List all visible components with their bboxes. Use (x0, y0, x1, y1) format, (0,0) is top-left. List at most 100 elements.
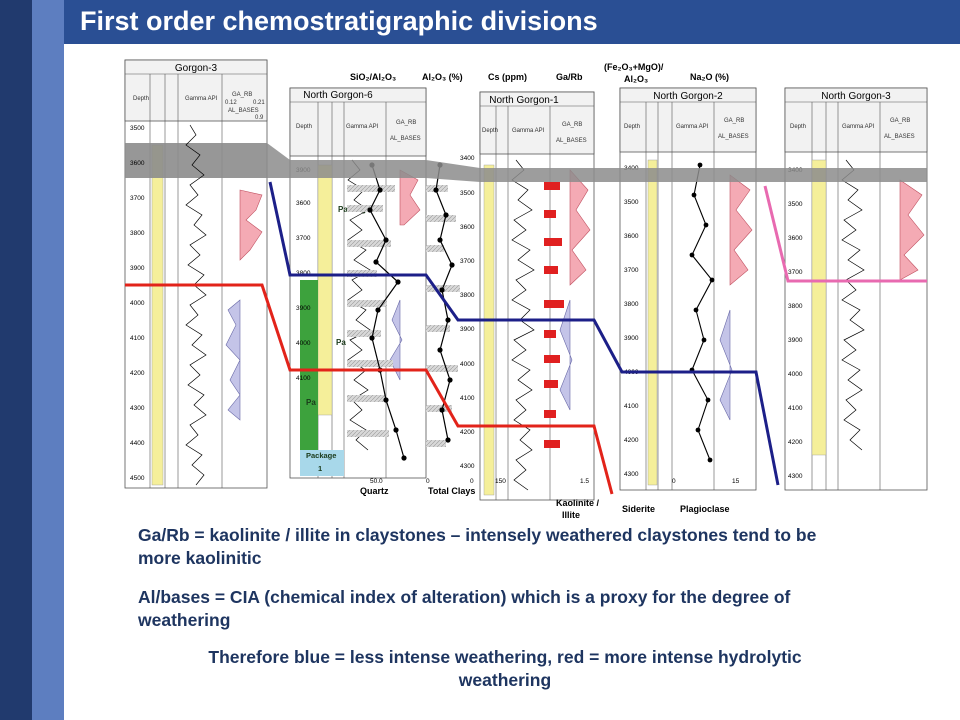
al-bases-header: AL_BASES (884, 134, 915, 140)
axis-na-max: 15 (732, 478, 740, 485)
svg-text:3900: 3900 (296, 305, 311, 312)
svg-text:3900: 3900 (460, 326, 475, 333)
pink-correlation-line (763, 185, 927, 283)
svg-text:3800: 3800 (130, 230, 145, 237)
depth-scale: 3500 3600 3700 3800 3900 4000 4100 4200 … (130, 125, 145, 482)
al2o3-header: Al₂O₃ (%) (422, 72, 463, 82)
svg-text:4100: 4100 (130, 335, 145, 342)
gamma-header: Gamma API (842, 124, 875, 130)
ga-rb-red-bars (544, 182, 564, 448)
gamma-header: Gamma API (512, 128, 545, 134)
svg-text:4300: 4300 (130, 405, 145, 412)
al-bases-header: AL_BASES (556, 138, 587, 144)
svg-text:3800: 3800 (460, 292, 475, 299)
svg-text:3700: 3700 (296, 235, 311, 242)
svg-text:4300: 4300 (460, 463, 475, 470)
na2o-header: Na₂O (%) (690, 72, 729, 82)
ga-rb-header: GA_RB (890, 118, 910, 124)
sio2-curve (369, 164, 405, 459)
well-north-gorgon-3: North Gorgon-3 Depth Gamma API GA_RB AL_… (784, 87, 928, 491)
plagioclase-label: Plagioclase (680, 504, 730, 514)
well-north-gorgon-6: North Gorgon-6 Depth Gamma API GA_RB AL_… (289, 87, 427, 479)
svg-text:3600: 3600 (296, 200, 311, 207)
svg-text:3700: 3700 (788, 269, 803, 276)
axis-zero: 0 (672, 478, 676, 485)
svg-text:3700: 3700 (130, 195, 145, 202)
left-accent-light (32, 0, 64, 720)
depth-scale: 3400 3500 3600 3700 3800 3900 4000 4100 … (460, 155, 475, 470)
svg-text:4100: 4100 (624, 403, 639, 410)
quartz-label: Quartz (360, 486, 389, 496)
title-bar (64, 0, 960, 44)
al-bases-header: AL_BASES (718, 134, 749, 140)
gamma-header: Gamma API (185, 96, 218, 102)
caption-conclusion: Therefore blue = less intense weathering… (208, 647, 802, 690)
well-name: North Gorgon-6 (303, 90, 373, 101)
depth-header: Depth (624, 124, 640, 130)
svg-text:3600: 3600 (788, 235, 803, 242)
well-name: North Gorgon-3 (821, 91, 891, 102)
svg-text:3600: 3600 (460, 224, 475, 231)
depth-scale: 3400 3500 3600 3700 3800 3900 4000 4100 … (788, 167, 803, 480)
ga-rb-header: GA_RB (724, 118, 744, 124)
depth-header: Depth (482, 128, 498, 134)
package-label: Pa (306, 398, 316, 407)
well-north-gorgon-2: North Gorgon-2 Depth Gamma API GA_RB AL_… (619, 87, 757, 514)
svg-text:3600: 3600 (624, 233, 639, 240)
al2o3-points (433, 162, 455, 443)
svg-text:3500: 3500 (788, 201, 803, 208)
well-north-gorgon-1: North Gorgon-1 Depth Gamma API GA_RB AL_… (460, 91, 600, 520)
al-bases-header: AL_BASES (228, 108, 259, 114)
svg-text:3900: 3900 (130, 265, 145, 272)
illite-label: Illite (562, 510, 580, 520)
package-label: Package (306, 451, 336, 460)
ga-rb-header: GA_RB (562, 122, 582, 128)
sio2-al2o3-header: SiO₂/Al₂O₃ (350, 72, 396, 82)
svg-text:3900: 3900 (788, 337, 803, 344)
svg-text:3500: 3500 (624, 199, 639, 206)
svg-text:4000: 4000 (788, 371, 803, 378)
well-name: Gorgon-3 (175, 63, 218, 74)
kaolinite-label: Kaolinite / (556, 498, 600, 508)
cs-header: Cs (ppm) (488, 72, 527, 82)
svg-text:4200: 4200 (130, 370, 145, 377)
al-bases-max: 0.9 (255, 115, 264, 121)
well-gorgon-3: Gorgon-3 Depth Gamma API GA_RB 0.12 0.21… (124, 59, 268, 489)
caption-al-bases: Al/bases = CIA (chemical index of altera… (138, 587, 791, 630)
depth-header: Depth (296, 124, 312, 130)
svg-text:3600: 3600 (130, 160, 145, 167)
svg-text:4500: 4500 (130, 475, 145, 482)
depth-header: Depth (790, 124, 806, 130)
red-correlation-line (125, 283, 614, 495)
svg-text:4200: 4200 (788, 439, 803, 446)
fe-mg-header-2: Al₂O₃ (624, 74, 648, 84)
gamma-header: Gamma API (346, 124, 379, 130)
gamma-header: Gamma API (676, 124, 709, 130)
ga-rb-header: GA_RB (396, 120, 416, 126)
quartz-max: 50.0 (370, 478, 383, 485)
clay-min: 0 (426, 478, 430, 485)
left-accent-dark (0, 0, 32, 720)
grey-correlation-band (267, 143, 927, 182)
axis-150: 150 (495, 478, 506, 485)
svg-text:4200: 4200 (460, 429, 475, 436)
ga-rb-max: 0.21 (253, 100, 265, 106)
fe-mg-header: (Fe₂O₃+MgO)/ (604, 62, 664, 72)
slide-title: First order chemostratigraphic divisions (80, 6, 598, 36)
svg-text:3800: 3800 (624, 301, 639, 308)
svg-text:3800: 3800 (788, 303, 803, 310)
blue-correlation-line (268, 181, 780, 486)
svg-text:4000: 4000 (460, 361, 475, 368)
svg-text:4200: 4200 (624, 437, 639, 444)
axis-15: 1.5 (580, 478, 589, 485)
ga-rb-min: 0.12 (225, 100, 237, 106)
svg-text:4000: 4000 (296, 340, 311, 347)
svg-text:4000: 4000 (130, 300, 145, 307)
svg-text:3700: 3700 (624, 267, 639, 274)
svg-text:3500: 3500 (460, 190, 475, 197)
total-clays-label: Total Clays (428, 486, 475, 496)
al-bases-header: AL_BASES (390, 136, 421, 142)
package-label: 1 (318, 464, 322, 473)
svg-text:4400: 4400 (130, 440, 145, 447)
svg-text:4300: 4300 (624, 471, 639, 478)
